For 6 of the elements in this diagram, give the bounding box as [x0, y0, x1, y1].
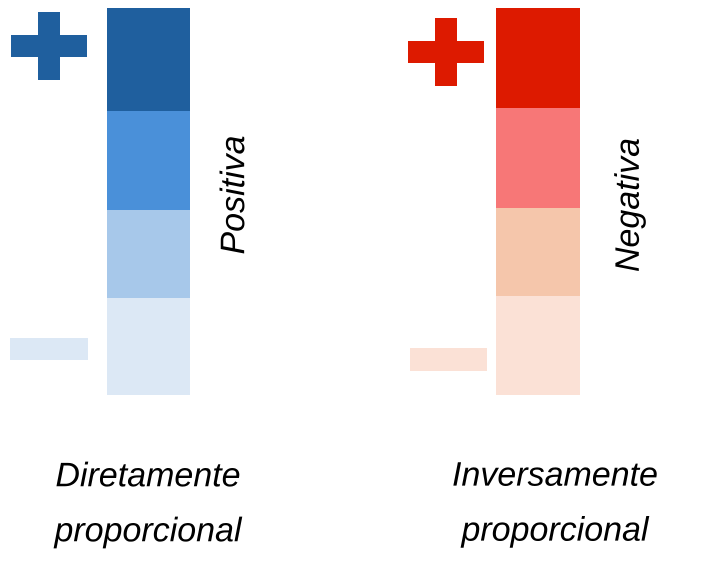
axis-label: Negativa [614, 139, 646, 272]
axis-label: Positiva [220, 136, 244, 254]
color-scale-drawing [10, 8, 190, 395]
caption-text: Diretamente proporcional [54, 462, 242, 548]
caption-text: Inversamente proporcional [453, 462, 657, 548]
color-scale-drawing [408, 8, 580, 395]
